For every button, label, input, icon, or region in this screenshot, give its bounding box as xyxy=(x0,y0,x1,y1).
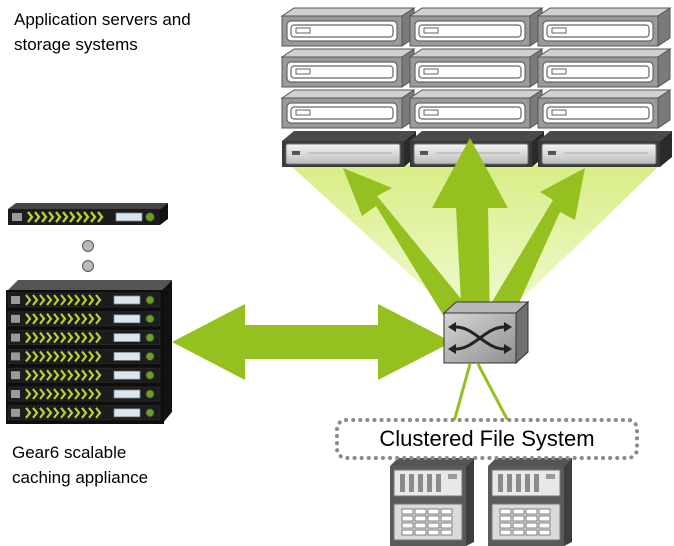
appliance-caption-line1: Gear6 scalable xyxy=(12,443,127,462)
servers-caption: Application servers and storage systems xyxy=(14,7,191,57)
arrow-to-server-left xyxy=(343,168,480,336)
bidirectional-arrow xyxy=(172,304,452,380)
arrow-to-server-center xyxy=(432,138,508,322)
server-unit xyxy=(536,89,672,129)
appliance-unit xyxy=(7,367,161,383)
storage-node xyxy=(390,458,474,546)
server-unit xyxy=(408,89,544,129)
arrow-to-server-right xyxy=(480,168,585,336)
servers-caption-line2: storage systems xyxy=(14,35,138,54)
storage-nodes xyxy=(390,458,572,546)
switch-cross-arrows-icon xyxy=(455,325,505,351)
ellipsis-dot xyxy=(82,260,94,272)
appliance-unit xyxy=(7,405,161,421)
storage-node xyxy=(488,458,572,546)
application-server-racks xyxy=(280,7,672,167)
server-unit xyxy=(536,48,672,88)
network-switch xyxy=(442,300,530,365)
appliance-caption-line2: caching appliance xyxy=(12,468,149,487)
stack-side xyxy=(162,280,172,424)
server-unit xyxy=(536,7,672,47)
server-base-unit xyxy=(282,131,416,167)
file-system-label: Clustered File System xyxy=(379,426,595,451)
appliance-unit xyxy=(7,292,161,308)
appliance-unit xyxy=(7,348,161,364)
appliance-caption: Gear6 scalable caching appliance xyxy=(12,440,148,490)
server-unit xyxy=(408,7,544,47)
server-unit xyxy=(408,48,544,88)
server-unit xyxy=(280,89,416,129)
appliance-unit xyxy=(7,330,161,346)
appliance-unit xyxy=(7,311,161,327)
caching-appliance-single xyxy=(8,203,168,225)
file-system-boundary xyxy=(335,418,639,460)
stack-top xyxy=(8,280,172,290)
servers-caption-line1: Application servers and xyxy=(14,10,191,29)
appliance-unit xyxy=(8,203,168,225)
server-base-unit xyxy=(538,131,672,167)
ellipsis-dot xyxy=(82,240,94,252)
caching-appliance-stack xyxy=(6,280,172,424)
appliance-unit xyxy=(7,386,161,402)
server-unit xyxy=(280,48,416,88)
server-unit xyxy=(280,7,416,47)
